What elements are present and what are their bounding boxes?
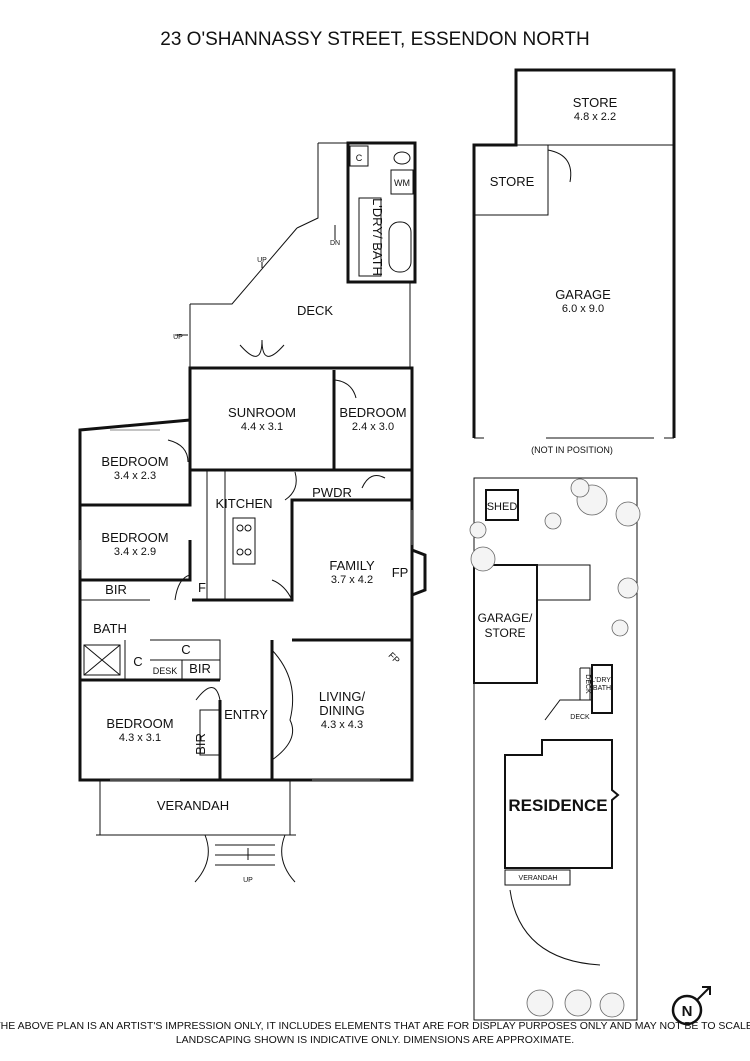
garage-walls <box>472 68 676 438</box>
entry-label: ENTRY <box>224 707 268 722</box>
kitchen-label: KITCHEN <box>215 496 272 511</box>
shed-block <box>485 489 519 521</box>
wm-label: WM <box>394 178 410 188</box>
north-label: N <box>682 1003 693 1020</box>
bath-label: BATH <box>93 621 127 636</box>
site-laundry-label-2: BATH <box>593 685 611 692</box>
store-top-label: STORE <box>573 95 618 110</box>
house-labels: DECK UP UP DN L'DRY/ BATH C WM SUNROOM 4… <box>93 153 410 884</box>
bedroom-rear-dim: 2.4 x 3.0 <box>352 421 394 433</box>
deck-label: DECK <box>297 303 333 318</box>
pwdr-label: PWDR <box>312 485 352 500</box>
garage-label: GARAGE <box>555 287 611 302</box>
living-dim: 4.3 x 4.3 <box>321 719 363 731</box>
bedroom-2-dim: 3.4 x 2.9 <box>114 546 156 558</box>
verandah-outline <box>96 780 296 836</box>
site-labels: SHED GARAGE/ STORE DECK DECK L'DRY/ BATH… <box>478 501 613 882</box>
bir-hall-label: BIR <box>189 661 211 676</box>
sunroom-label: SUNROOM <box>228 405 296 420</box>
disclaimer-line-1: THE ABOVE PLAN IS AN ARTIST'S IMPRESSION… <box>0 1020 750 1032</box>
c-hall-label: C <box>181 642 190 657</box>
site-plan <box>469 477 641 1021</box>
site-garage-label-1: GARAGE/ <box>478 611 533 625</box>
sunroom-dim: 4.4 x 3.1 <box>241 421 283 433</box>
bir-1-label: BIR <box>105 582 127 597</box>
house-plan <box>78 141 427 883</box>
fp-living-label: FP <box>387 650 402 665</box>
dn-label: DN <box>330 240 340 247</box>
store-left-label: STORE <box>490 174 535 189</box>
laundry-bath-walls <box>346 141 417 284</box>
site-garage-block <box>473 564 538 684</box>
site-deck-label: DECK <box>570 714 590 721</box>
residence-label: RESIDENCE <box>508 796 607 815</box>
laundry-bath-label: L'DRY/ BATH <box>370 198 385 276</box>
garage-plan <box>472 68 676 439</box>
laundry-c-label: C <box>356 153 363 163</box>
site-deck-vertical-label: DECK <box>584 674 591 694</box>
garage-labels: STORE 4.8 x 2.2 STORE GARAGE 6.0 x 9.0 (… <box>490 95 618 455</box>
bedroom-front-dim: 4.3 x 3.1 <box>119 732 161 744</box>
desk-label: DESK <box>153 666 178 676</box>
living-label-2: DINING <box>319 703 365 718</box>
family-dim: 3.7 x 4.2 <box>331 574 373 586</box>
not-in-position-label: (NOT IN POSITION) <box>531 445 613 455</box>
f-label: F <box>198 580 206 595</box>
family-label: FAMILY <box>329 558 375 573</box>
bedroom-rear-label: BEDROOM <box>339 405 406 420</box>
verandah-label: VERANDAH <box>157 798 229 813</box>
bedroom-front-label: BEDROOM <box>106 716 173 731</box>
store-top-dim: 4.8 x 2.2 <box>574 111 616 123</box>
bedroom-1-label: BEDROOM <box>101 454 168 469</box>
up-label-top: UP <box>257 257 267 264</box>
bedroom-2-label: BEDROOM <box>101 530 168 545</box>
living-label-1: LIVING/ <box>319 689 366 704</box>
laundry-outline <box>296 143 319 229</box>
residence-block <box>504 739 620 869</box>
c-bath-label: C <box>133 654 142 669</box>
fp-family-label: FP <box>392 565 409 580</box>
site-verandah-label: VERANDAH <box>519 875 558 882</box>
bir-front-label: BIR <box>193 733 208 755</box>
shed-label: SHED <box>487 501 518 513</box>
page-title: 23 O'SHANNASSY STREET, ESSENDON NORTH <box>160 29 589 50</box>
site-laundry-block <box>591 664 613 714</box>
north-arrow-icon: N <box>671 986 711 1026</box>
site-laundry-label-1: L'DRY/ <box>591 677 613 684</box>
disclaimer-line-2: LANDSCAPING SHOWN IS INDICATIVE ONLY. DI… <box>176 1034 574 1046</box>
site-garage-label-2: STORE <box>484 626 525 640</box>
up-label-front: UP <box>243 877 253 884</box>
bedroom-1-dim: 3.4 x 2.3 <box>114 470 156 482</box>
garage-dim: 6.0 x 9.0 <box>562 303 604 315</box>
site-boundary <box>473 477 638 1021</box>
up-label-left: UP <box>173 334 183 341</box>
